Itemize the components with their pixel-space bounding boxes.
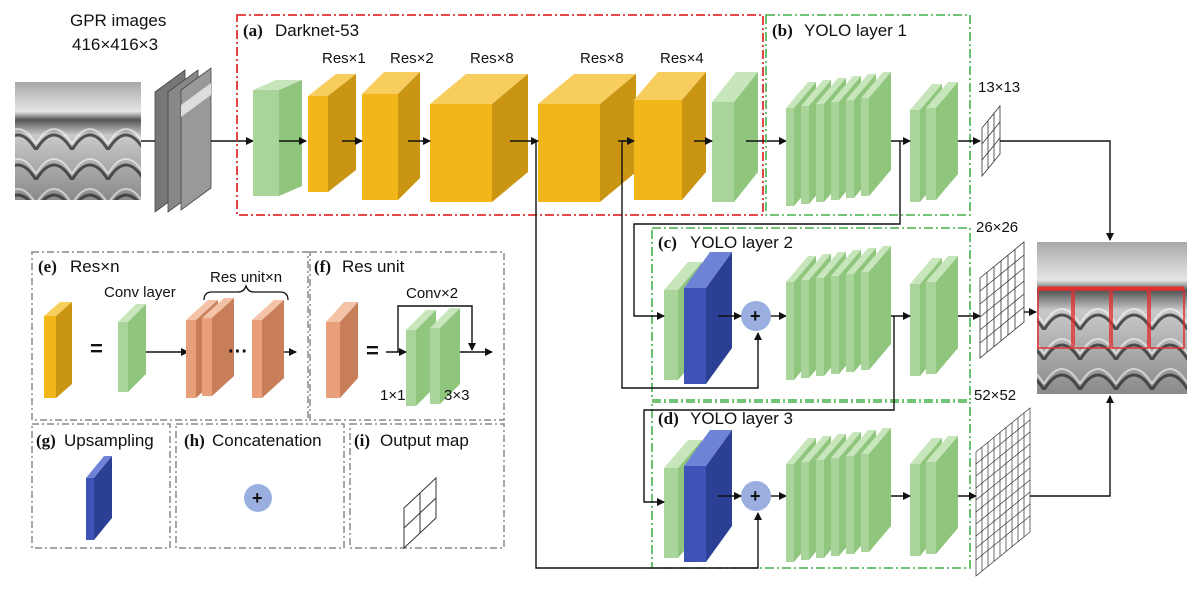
yolo3-output-grid: [975, 407, 1031, 577]
legend-f-k3: 3×3: [444, 387, 469, 404]
legend-f-conv-label: Conv×2: [406, 285, 458, 302]
darknet-conv-block: [253, 80, 302, 196]
res-label-1: Res×1: [322, 50, 366, 67]
yolo2-concat-stack: [664, 252, 732, 384]
legend-e-conv-label: Conv layer: [104, 284, 176, 301]
legend-g-box: [31, 423, 171, 549]
legend-e-title: Res×n: [70, 257, 120, 276]
yolo2-conv-stack: [786, 246, 891, 380]
darknet-res2-block: [362, 72, 420, 200]
legend-f-label: (f): [314, 257, 331, 276]
yolo1-grid-label: 13×13: [978, 79, 1020, 96]
legend-i-output-grid: [403, 476, 437, 550]
legend-h-box: [175, 423, 345, 549]
legend-f-box: [309, 251, 505, 421]
legend-i-box: [349, 423, 505, 549]
legend-h-plus: +: [252, 488, 263, 508]
darknet-res1-block: [308, 74, 356, 192]
input-size: 416×416×3: [72, 35, 158, 54]
legend-e-label: (e): [38, 257, 57, 276]
yolo3-plus: +: [750, 486, 761, 506]
yolo2-output-grid: [979, 241, 1025, 359]
legend-f-k1: 1×1: [380, 387, 405, 404]
yolo2-concat-circle: [741, 301, 771, 331]
darknet-output-block: [712, 72, 758, 202]
yolo2-grid-label: 26×26: [976, 219, 1018, 236]
yolo3-grid-label: 52×52: [974, 387, 1016, 404]
yolo2-plus: +: [750, 306, 761, 326]
yolo1-title: YOLO layer 1: [804, 21, 907, 40]
detection-boxes: [1037, 286, 1185, 349]
legend-g-title: Upsampling: [64, 431, 154, 450]
legend-e-conv-block: [118, 304, 146, 392]
legend-e-resunit-blocks: [186, 298, 284, 398]
legend-e-dots: ···: [228, 341, 248, 363]
arrow-yolo3-to-result: [1030, 395, 1114, 497]
yolo1-conv-stack: [786, 72, 891, 206]
result-detection-image: [1037, 242, 1187, 394]
legend-i-title: Output map: [380, 431, 469, 450]
yolo1-head-stack: [910, 82, 958, 202]
legend-h-label: (h): [184, 431, 205, 450]
yolo2-box: [651, 227, 971, 401]
res-label-2: Res×2: [390, 50, 434, 67]
legend-e-resunit-label: Res unit×n: [210, 269, 282, 286]
darknet-label: (a): [243, 21, 263, 40]
darknet-res8a-block: [430, 74, 528, 202]
yolo3-head-stack: [910, 436, 958, 556]
darknet-title: Darknet-53: [275, 21, 359, 40]
route-res8b-to-yolo2: [621, 140, 762, 389]
legend-f-title: Res unit: [342, 257, 405, 276]
legend-h-concat-circle: [244, 484, 272, 512]
yolo1-output-grid: [981, 104, 1001, 178]
res-label-4: Res×8: [580, 50, 624, 67]
arrow-yolo1-to-result: [1000, 140, 1114, 241]
input-stacked-slices: [154, 67, 212, 213]
darknet-box: [236, 14, 764, 216]
res-label-5: Res×4: [660, 50, 704, 67]
darknet-res4-block: [634, 72, 706, 200]
yolo3-conv-stack: [786, 428, 891, 562]
legend-g-label: (g): [36, 431, 56, 450]
legend-e-brace: [203, 283, 289, 301]
legend-f-conv-blocks: [406, 308, 460, 406]
yolo2-title: YOLO layer 2: [690, 233, 793, 252]
yolo3-box: [651, 401, 971, 569]
yolo3-title: YOLO layer 3: [690, 409, 793, 428]
legend-f-skip-line: [397, 305, 476, 352]
legend-i-label: (i): [354, 431, 370, 450]
yolo3-label: (d): [658, 409, 679, 428]
input-gpr-image: [15, 82, 141, 200]
legend-e-box: [31, 251, 309, 421]
route-res8a-to-yolo3: [535, 141, 762, 569]
legend-e-res-block: [44, 302, 72, 398]
legend-f-resunit-block: [326, 302, 358, 398]
res-label-3: Res×8: [470, 50, 514, 67]
legend-e-equals: =: [90, 336, 103, 361]
yolo3-concat-circle: [741, 481, 771, 511]
yolo1-box: [765, 14, 971, 216]
legend-g-upsample-block: [86, 456, 112, 540]
legend-h-title: Concatenation: [212, 431, 322, 450]
yolo2-head-stack: [910, 256, 958, 376]
yolo1-label: (b): [772, 21, 793, 40]
input-title: GPR images: [70, 11, 166, 30]
darknet-res8b-block: [538, 74, 636, 202]
route-yolo2-to-yolo3: [643, 316, 895, 506]
legend-f-equals: =: [366, 338, 379, 363]
route-yolo1-to-yolo2: [633, 141, 901, 320]
yolo2-label: (c): [658, 233, 677, 252]
